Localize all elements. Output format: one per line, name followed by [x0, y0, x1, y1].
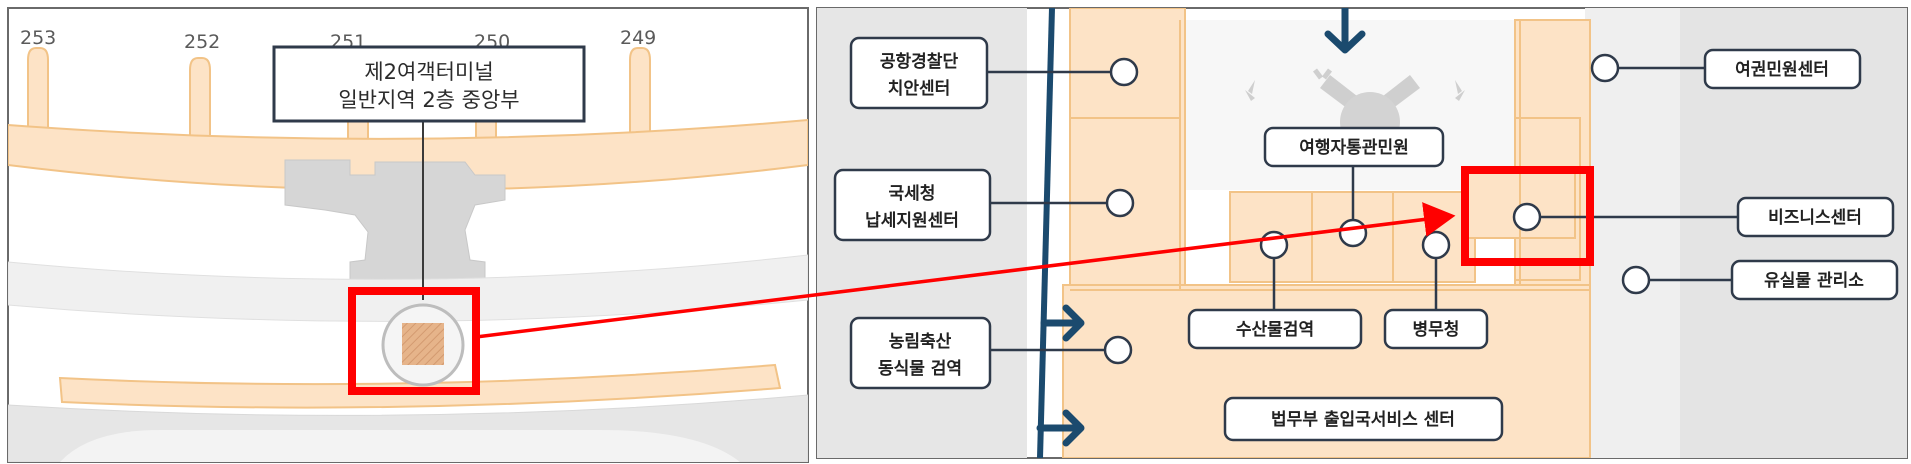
- marker-tax: [1105, 188, 1135, 218]
- route-down-arrow: [1324, 30, 1366, 54]
- gate-253-finger: [27, 47, 49, 151]
- marker-lost-found: [1621, 265, 1651, 295]
- highlight-box-right: [1461, 166, 1594, 266]
- gate-label-253: 253: [20, 27, 56, 49]
- highlight-box-left: [348, 287, 480, 395]
- label-agri-1: 농림축산: [889, 332, 952, 352]
- location-label-box: [272, 45, 586, 123]
- label-agri-2: 동식물 검역: [878, 359, 962, 379]
- bottom-floor-inner: [60, 430, 740, 462]
- label-police-2: 치안센터: [888, 79, 951, 99]
- marker-passport: [1590, 53, 1620, 83]
- label-immigration: 법무부 출입국서비스 센터: [1271, 410, 1455, 430]
- route-right-arrow-1: [1062, 304, 1085, 342]
- label-box-passport: [1703, 48, 1862, 90]
- label-box-business: [1736, 196, 1895, 238]
- label-fish: 수산물검역: [1236, 320, 1314, 340]
- gate-252-finger: [189, 57, 211, 151]
- zoomed-area-map: 공항경찰단 치안센터 국세청 납세지원센터 농림축산 동식물 검역 여행자통관민…: [816, 7, 1908, 459]
- zoom-connector-arrow: [475, 202, 1456, 339]
- label-tax-2: 납세지원센터: [865, 211, 959, 231]
- label-box-lost-found: [1730, 259, 1899, 301]
- marker-business: [1512, 202, 1542, 232]
- route-right-arrow-2: [1062, 409, 1085, 447]
- location-hatch: [402, 323, 444, 365]
- label-passport: 여권민원센터: [1735, 60, 1829, 80]
- location-label-line1: 제2여객터미널: [364, 60, 493, 84]
- gate-label-252: 252: [184, 31, 220, 53]
- label-box-agri: [849, 316, 992, 390]
- label-box-tax: [833, 168, 992, 242]
- marker-police: [1109, 57, 1139, 87]
- marker-military: [1421, 230, 1451, 260]
- route-line: [1037, 8, 1055, 458]
- label-police-1: 공항경찰단: [880, 51, 959, 72]
- label-business: 비즈니스센터: [1768, 208, 1862, 228]
- label-tax-1: 국세청: [889, 183, 936, 204]
- label-customs: 여행자통관민원: [1299, 138, 1408, 158]
- label-lost-found: 유실물 관리소: [1764, 271, 1864, 291]
- label-box-immigration: [1223, 396, 1504, 442]
- right-corridor-inner: [1585, 8, 1680, 458]
- label-box-military: [1383, 308, 1489, 350]
- concourse-band: [8, 118, 808, 191]
- label-military: 병무청: [1413, 319, 1460, 340]
- gate-249-finger: [629, 47, 651, 151]
- terminal-overview-map: 253 252 251 250 249 제2여객터미널 일반지역 2층 중앙부: [7, 7, 809, 463]
- gate-label-249: 249: [620, 27, 656, 49]
- label-box-customs: [1263, 126, 1445, 168]
- central-building: [284, 159, 506, 311]
- marker-agri: [1103, 335, 1133, 365]
- location-label-line2: 일반지역 2층 중앙부: [338, 88, 519, 112]
- label-box-fish: [1187, 308, 1363, 350]
- marker-customs: [1338, 218, 1368, 248]
- label-box-police: [849, 36, 989, 110]
